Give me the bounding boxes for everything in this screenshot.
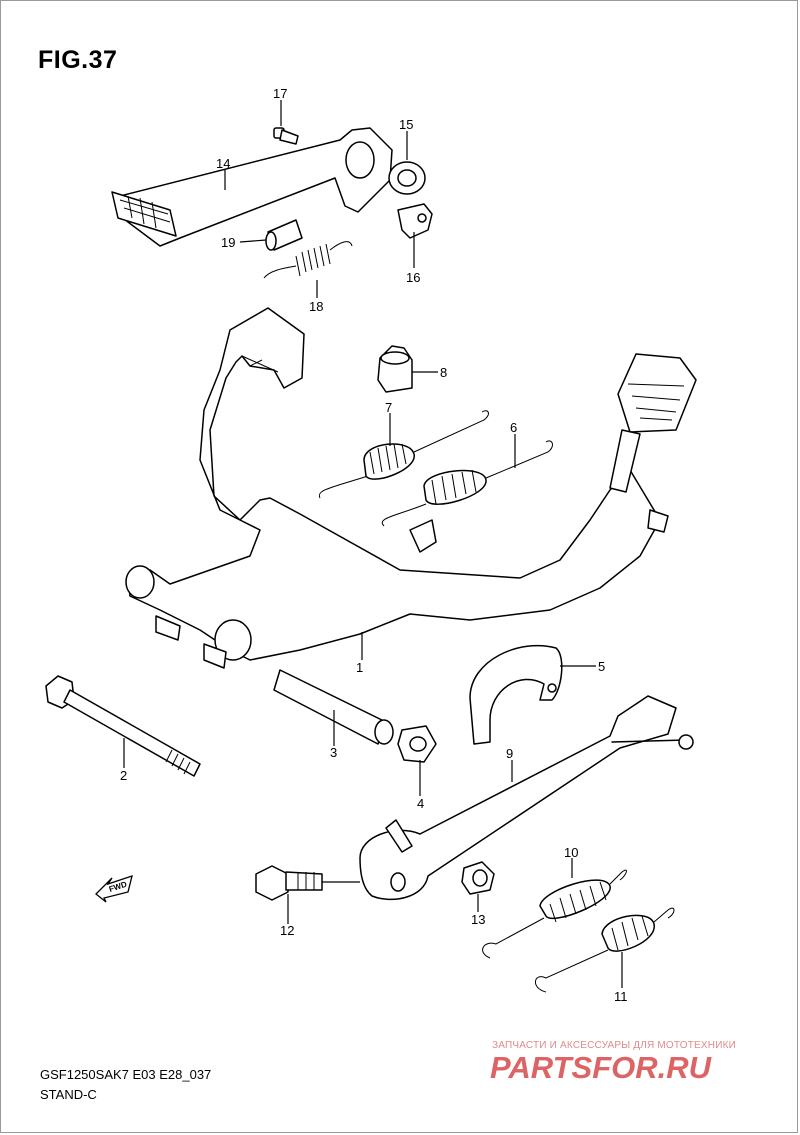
callout-labels: 1 2 3 4 5 6 7 8 9 10 11 12 13 14 15 16 1… xyxy=(120,86,628,1004)
callout-13: 13 xyxy=(471,912,485,927)
part-8-stopper xyxy=(377,345,413,393)
part-12-bolt xyxy=(255,865,323,901)
part-9-side-stand xyxy=(359,695,694,901)
watermark-tagline: ЗАПЧАСТИ И АКСЕССУАРЫ ДЛЯ МОТОТЕХНИКИ xyxy=(492,1040,737,1051)
callout-8: 8 xyxy=(440,365,447,380)
callout-4: 4 xyxy=(417,796,424,811)
callout-18: 18 xyxy=(309,299,323,314)
callout-16: 16 xyxy=(406,270,420,285)
part-19-bushing xyxy=(265,219,303,251)
watermark-logo: PARTSFOR.RU xyxy=(490,1050,712,1085)
callout-9: 9 xyxy=(506,746,513,761)
callout-3: 3 xyxy=(330,745,337,760)
callout-12: 12 xyxy=(280,923,294,938)
callout-19: 19 xyxy=(221,235,235,250)
part-6-spring xyxy=(381,440,553,527)
callout-7: 7 xyxy=(385,400,392,415)
callout-17: 17 xyxy=(273,86,287,101)
model-code: GSF1250SAK7 E03 E28_037 xyxy=(40,1067,212,1082)
callout-1: 1 xyxy=(356,660,363,675)
fwd-arrow-icon: FWD xyxy=(95,875,133,903)
part-1-center-stand xyxy=(125,307,697,669)
leader-lines xyxy=(123,100,623,988)
part-7-spring xyxy=(318,410,489,499)
part-18-spring xyxy=(263,241,353,279)
part-17-bolt xyxy=(273,127,299,145)
part-2-bolt xyxy=(45,675,201,777)
part-14-brake-pedal xyxy=(111,127,393,247)
callout-10: 10 xyxy=(564,845,578,860)
callout-6: 6 xyxy=(510,420,517,435)
callout-11: 11 xyxy=(614,989,628,1004)
section-name: STAND-C xyxy=(40,1087,97,1102)
callout-15: 15 xyxy=(399,117,413,132)
callout-2: 2 xyxy=(120,768,127,783)
part-5-bracket xyxy=(469,644,563,745)
part-13-nut xyxy=(461,861,495,895)
part-10-spring xyxy=(482,869,627,959)
callout-14: 14 xyxy=(216,156,230,171)
part-15-washer xyxy=(388,161,426,195)
part-16-clip xyxy=(397,203,433,239)
part-3-sleeve xyxy=(273,669,394,745)
part-4-nut xyxy=(397,725,437,763)
figure-title: FIG.37 xyxy=(38,46,118,74)
callout-5: 5 xyxy=(598,659,605,674)
part-11-spring xyxy=(535,907,675,993)
